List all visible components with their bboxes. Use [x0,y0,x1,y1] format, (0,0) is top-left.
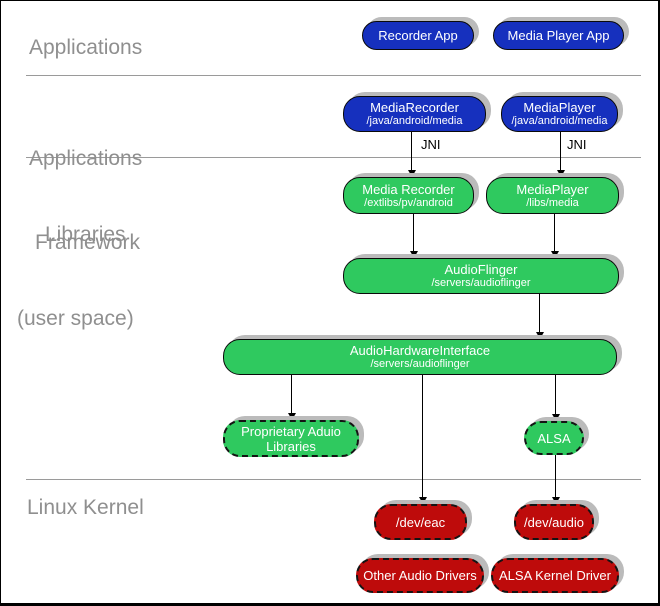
layer-label-linux-kernel: Linux Kernel [27,496,144,519]
arrow-audioflinger-to-ahi [539,294,540,332]
node-title: ALSA Kernel Driver [499,568,611,583]
layer-label-applications-framework: Applications Framework [29,89,142,313]
arrow-ahi-to-dev-eac [422,375,423,497]
arrowhead-icon [419,497,427,504]
node-audioflinger: AudioFlinger /servers/audioflinger [343,258,619,294]
arrowhead-icon [536,332,544,339]
node-path: /servers/audioflinger [431,277,531,289]
layer-divider-kernel [26,479,641,480]
node-title: MediaPlayer [516,181,589,197]
node-path: /extlibs/pv/android [364,196,453,209]
node-path: /java/android/media [366,115,463,127]
arrowhead-icon [288,413,296,420]
arrowhead-icon [551,251,559,258]
node-title: ALSA [537,430,571,446]
node-mediarecorder-framework: MediaRecorder /java/android/media [343,96,486,132]
node-dev-audio: /dev/audio [514,504,594,540]
node-audiohardwareinterface: AudioHardwareInterface /servers/audiofli… [223,339,617,375]
node-title: Proprietary Aduio Libraries [241,423,341,454]
node-path: /libs/media [526,196,579,209]
node-dev-eac: /dev/eac [374,504,467,540]
jni-label-left: JNI [421,137,441,152]
node-title: Other Audio Drivers [363,568,477,583]
arrow-alsa-to-dev-audio [555,455,556,497]
layer-divider-framework [26,157,641,158]
node-media-recorder-lib: Media Recorder /extlibs/pv/android [343,177,474,214]
layer-divider-applications [26,75,641,76]
layer-label-line: Libraries [45,223,126,246]
arrowhead-icon [552,414,560,421]
node-title: Media Player App [507,28,610,43]
node-mediaplayer-lib: MediaPlayer /libs/media [486,177,619,214]
node-title: Recorder App [378,28,458,43]
node-other-audio-drivers: Other Audio Drivers [356,558,484,593]
node-title: AudioFlinger [444,262,518,277]
node-media-player-app: Media Player App [493,21,624,50]
arrowhead-icon [557,170,565,177]
node-title: /dev/eac [395,514,446,530]
node-recorder-app: Recorder App [362,21,474,50]
arrow-mediarecorder-jni [411,132,412,170]
node-alsa-kernel-driver: ALSA Kernel Driver [491,558,619,593]
arrowhead-icon [552,497,560,504]
node-path: /java/android/media [511,115,608,127]
arrowhead-icon [410,251,418,258]
node-title: AudioHardwareInterface [349,343,491,358]
node-alsa: ALSA [524,421,584,455]
layer-label-applications: Applications [29,36,143,59]
node-title: /dev/audio [524,514,584,530]
arrow-ahi-to-proprietary [291,375,292,413]
node-proprietary-audio-libraries: Proprietary Aduio Libraries [223,420,359,457]
layer-label-line: Framework [35,231,141,254]
arrow-mediaplayer-to-audioflinger [554,214,555,251]
arrowhead-icon [408,170,416,177]
arrow-mediarecorder-to-audioflinger [413,214,414,251]
node-title: Media Recorder [362,181,455,197]
layer-label-line: Applications [29,147,143,170]
node-mediaplayer-framework: MediaPlayer /java/android/media [501,96,618,132]
arrow-mediaplayer-jni [560,132,561,170]
node-title: MediaPlayer [523,100,596,115]
layer-label-line: (user space) [17,307,134,330]
node-path: /servers/audioflinger [370,358,470,370]
jni-label-right: JNI [567,137,587,152]
node-title: MediaRecorder [370,100,459,115]
arrow-ahi-to-alsa [555,375,556,414]
layer-label-libraries: Libraries (user space) [17,165,134,389]
